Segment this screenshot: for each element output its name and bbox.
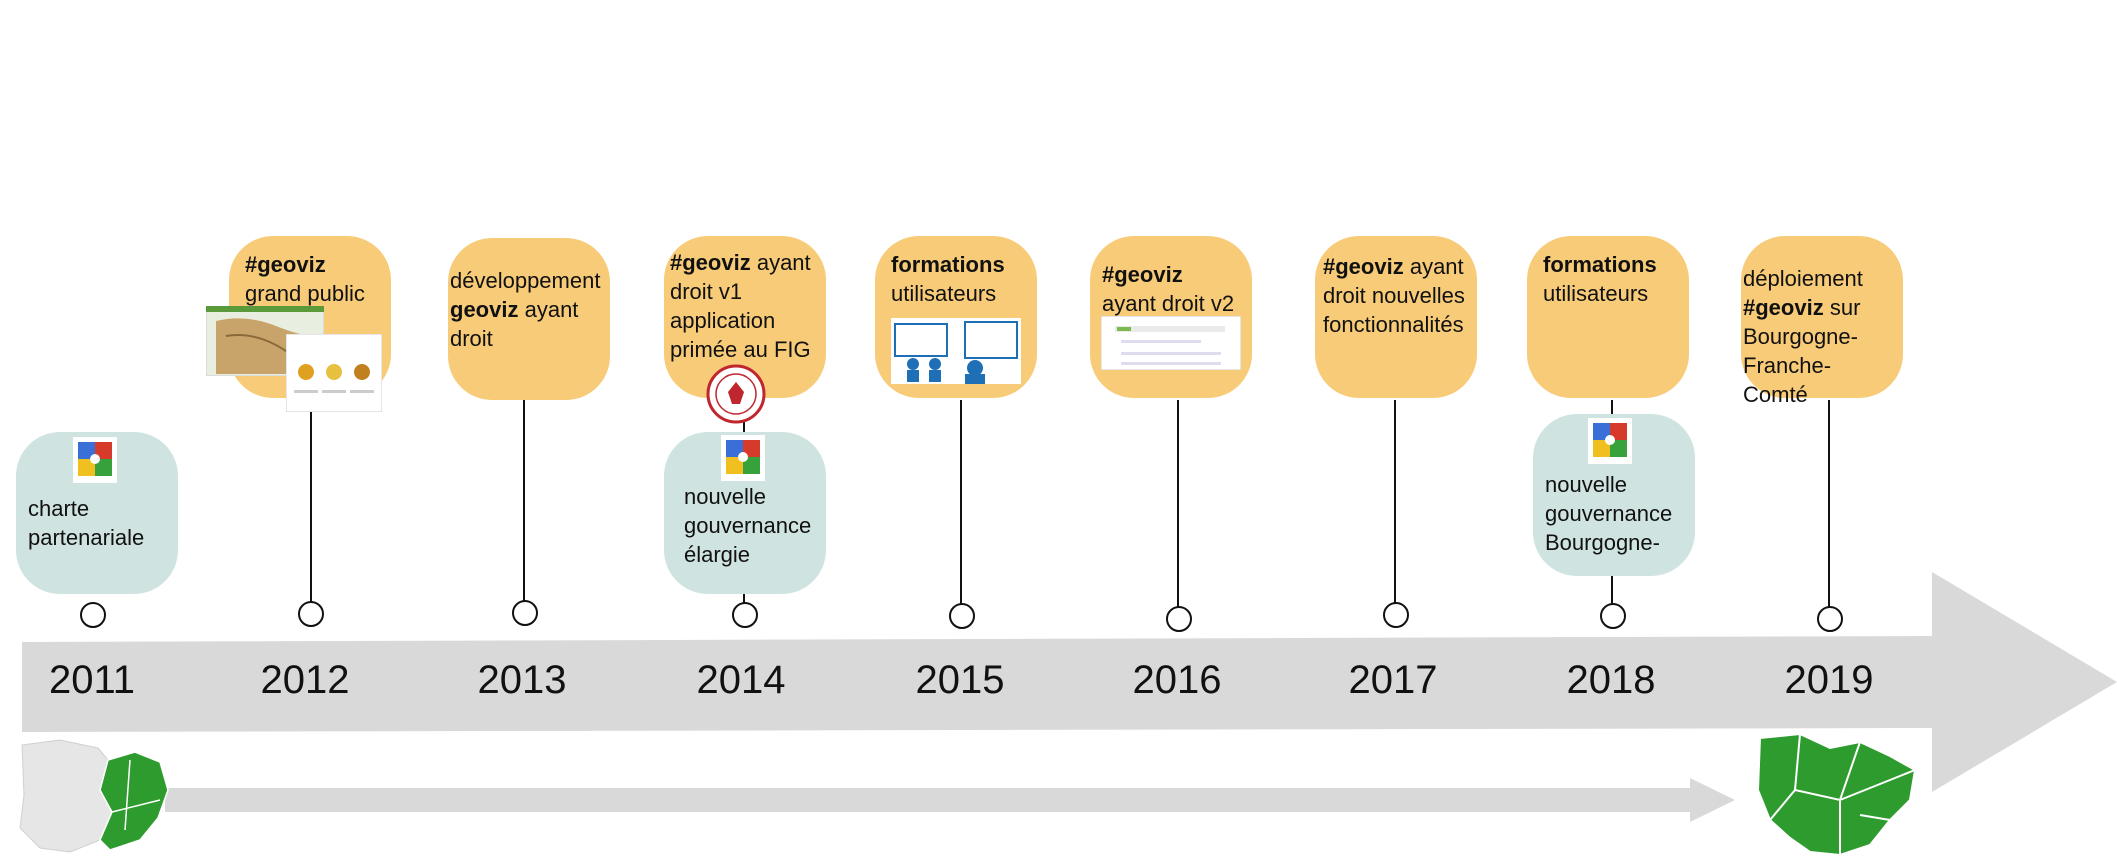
event-bold: #geoviz bbox=[245, 252, 326, 277]
puzzle-logo-icon bbox=[73, 437, 117, 483]
training-pictogram bbox=[891, 318, 1021, 384]
stem-2015 bbox=[960, 400, 962, 608]
bfc-map bbox=[1756, 732, 1917, 857]
stem-2016 bbox=[1177, 400, 1179, 610]
geoviz-charts-screenshot bbox=[286, 334, 382, 412]
event-text: nouvelle gouvernance Bourgogne- bbox=[1545, 472, 1673, 555]
year-label: 2014 bbox=[696, 658, 786, 702]
stem-2019 bbox=[1828, 400, 1830, 610]
geoviz-v2-screenshot bbox=[1101, 316, 1241, 370]
event-text: utilisateurs bbox=[1543, 281, 1649, 306]
event-bold: formations bbox=[891, 252, 1005, 277]
event-pre: déploiement bbox=[1743, 266, 1863, 291]
burgundy-map bbox=[19, 739, 169, 853]
event-2014: #geoviz ayant droit v1 application primé… bbox=[664, 236, 826, 398]
milestone-2018 bbox=[1600, 603, 1626, 629]
event-text: ayant droit nouvelles fonctionnalités bbox=[1323, 254, 1465, 337]
milestone-2012 bbox=[298, 601, 324, 627]
milestone-2011 bbox=[80, 602, 106, 628]
event-bold: #geoviz bbox=[1102, 262, 1183, 287]
year-label: 2018 bbox=[1566, 658, 1656, 702]
year-label: 2017 bbox=[1348, 658, 1438, 702]
timeline-arrow bbox=[22, 572, 2117, 792]
event-text: grand public bbox=[245, 281, 365, 306]
event-2018-bottom: nouvelle gouvernance Bourgogne- bbox=[1533, 414, 1695, 576]
event-bold: geoviz bbox=[450, 297, 519, 322]
milestone-2016 bbox=[1166, 606, 1192, 632]
milestone-2017 bbox=[1383, 602, 1409, 628]
event-text: ayant droit bbox=[450, 297, 579, 351]
event-text: nouvelle gouvernance élargie bbox=[684, 484, 812, 567]
year-label: 2013 bbox=[477, 658, 567, 702]
event-bold: #geoviz bbox=[670, 250, 751, 275]
event-2017: #geoviz ayant droit nouvelles fonctionna… bbox=[1315, 236, 1477, 398]
event-text: ayant droit v1 application primée au FIG bbox=[670, 250, 811, 362]
milestone-2015 bbox=[949, 603, 975, 629]
award-stamp-icon bbox=[706, 364, 766, 424]
event-text: sur Bourgogne-Franche-Comté bbox=[1743, 295, 1861, 407]
event-bold: #geoviz bbox=[1323, 254, 1404, 279]
milestone-2013 bbox=[512, 600, 538, 626]
event-text: charte partenariale bbox=[28, 496, 145, 550]
milestone-2019 bbox=[1817, 606, 1843, 632]
event-2019: déploiement #geoviz sur Bourgogne-Franch… bbox=[1741, 236, 1903, 407]
event-bold: #geoviz bbox=[1743, 295, 1824, 320]
event-text: utilisateurs bbox=[891, 281, 997, 306]
puzzle-logo-icon bbox=[721, 435, 765, 481]
stem-2017 bbox=[1394, 400, 1396, 608]
event-2014-bottom: nouvelle gouvernance élargie bbox=[664, 432, 826, 594]
event-bold: formations bbox=[1543, 252, 1657, 277]
year-label: 2019 bbox=[1784, 658, 1874, 702]
stem-2013 bbox=[523, 400, 525, 608]
event-text: ayant droit v2 bbox=[1102, 291, 1235, 316]
stem-2012 bbox=[310, 412, 312, 608]
year-label: 2016 bbox=[1132, 658, 1222, 702]
event-pre: développement bbox=[450, 268, 601, 293]
puzzle-logo-icon bbox=[1588, 418, 1632, 464]
extension-arrow bbox=[165, 778, 1735, 822]
event-2013: développement geoviz ayant droit bbox=[448, 238, 610, 400]
year-label: 2015 bbox=[915, 658, 1005, 702]
year-label: 2011 bbox=[48, 658, 135, 702]
event-2018: formations utilisateurs bbox=[1527, 236, 1689, 398]
year-label: 2012 bbox=[260, 658, 350, 702]
milestone-2014 bbox=[732, 602, 758, 628]
